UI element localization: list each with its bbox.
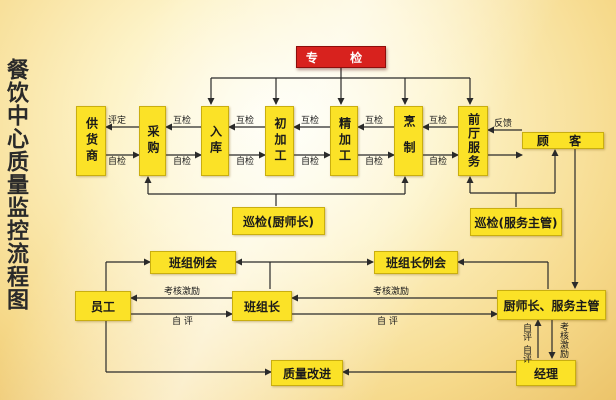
node-chujiagong: 初加工 — [265, 106, 294, 176]
node-caigou: 采购 — [139, 106, 166, 176]
label-zijian-2: 自检 — [173, 157, 192, 167]
label-ziping-vertical-2: 自评 — [521, 345, 531, 363]
label-zijian-4: 自检 — [301, 157, 320, 167]
label-ziping-vertical-1: 自评 — [521, 323, 531, 341]
label-zijian-1: 自检 — [108, 157, 127, 167]
node-ruku: 入库 — [201, 106, 229, 176]
label-kaohe-jili-2: 考核激励 — [373, 287, 410, 297]
node-chushizhang-fuwuzhuguan: 厨师长、服务主管 — [497, 290, 606, 320]
node-jingli: 经理 — [516, 360, 576, 386]
label-hujian-2: 互检 — [236, 116, 255, 126]
label-zijian-3: 自检 — [236, 157, 255, 167]
node-pengzhi: 烹制 — [394, 106, 423, 176]
label-ziping-2: 自 评 — [377, 317, 398, 327]
node-xunjian-fuwuzhuguan: 巡检(服务主管) — [470, 208, 562, 236]
node-gonghuoshang: 供货商 — [76, 106, 106, 176]
label-hujian-1: 互检 — [173, 116, 192, 126]
label-kaohe-jili-1: 考核激励 — [164, 287, 201, 297]
node-jingjiagong: 精加工 — [330, 106, 358, 176]
label-hujian-5: 互检 — [429, 116, 448, 126]
node-guke: 顾 客 — [522, 132, 604, 149]
label-pingding: 评定 — [108, 116, 127, 126]
label-ziping-1: 自 评 — [172, 317, 193, 327]
node-banzuzhang: 班组长 — [232, 291, 292, 321]
label-fankui: 反馈 — [494, 119, 513, 129]
label-zijian-5: 自检 — [365, 157, 384, 167]
node-yuangong: 员工 — [75, 291, 131, 321]
node-xunjian-chushizhang: 巡检(厨师长) — [232, 207, 325, 235]
node-banzuzhanglihui: 班组长例会 — [374, 251, 458, 274]
chart-title: 餐饮中心质量监控流程图 — [3, 58, 28, 311]
node-zhuanjian: 专 检 — [296, 46, 386, 68]
label-hujian-4: 互检 — [365, 116, 384, 126]
node-zhiliang-gaijin: 质量改进 — [271, 360, 343, 386]
label-kaohe-jili-vertical: 考核激励 — [558, 322, 568, 358]
node-qiantingfuwu: 前厅服务 — [458, 106, 488, 176]
label-zijian-6: 自检 — [429, 157, 448, 167]
node-banzulihui: 班组例会 — [150, 251, 236, 274]
label-hujian-3: 互检 — [301, 116, 320, 126]
